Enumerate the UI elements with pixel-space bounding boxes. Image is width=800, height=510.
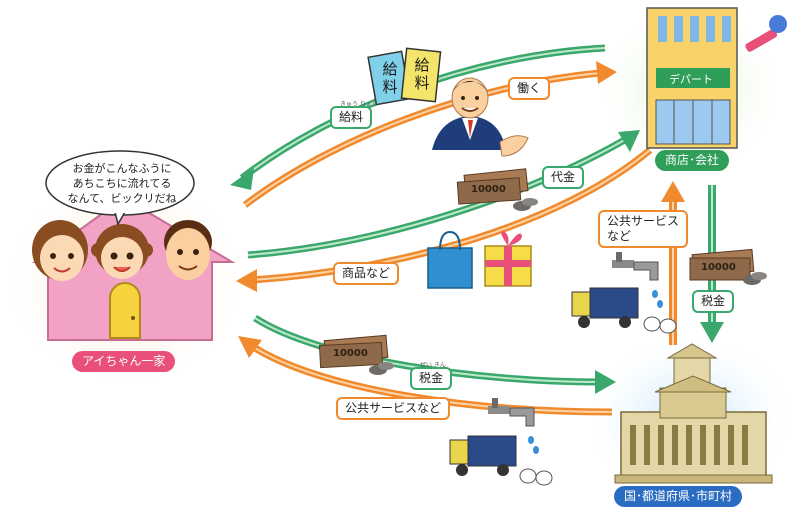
child-face-icon xyxy=(91,224,153,279)
garbage-truck-icon-family xyxy=(449,435,553,486)
label-tax-company: 税金 xyxy=(692,290,735,313)
label-salary: 給料 xyxy=(330,106,373,129)
arrow-payment xyxy=(247,130,640,259)
arrow-tax-family xyxy=(253,315,616,394)
family-house-illustration xyxy=(31,196,236,341)
ruby-salary: きゅう りょう xyxy=(340,101,378,108)
faucet-icon-company xyxy=(612,252,663,308)
company-node-label: 商店･会社 xyxy=(655,150,730,171)
family-node-label: アイちゃん一家 xyxy=(72,351,176,372)
label-tax-family: 税金 xyxy=(410,367,453,390)
envelope-right-text: 給料 xyxy=(414,56,430,92)
faucet-icon-family xyxy=(488,398,539,454)
store-sign-text: デパート xyxy=(669,73,713,86)
arrow-public-service-family xyxy=(238,336,613,416)
arrow-goods xyxy=(236,147,653,292)
envelope-left-text: 給料 xyxy=(382,60,398,96)
shopping-bag-icon xyxy=(427,230,473,289)
salary-envelope-icons xyxy=(367,47,442,106)
bill-amount-payment: 10000 xyxy=(471,184,506,195)
bill-amount-tax-family: 10000 xyxy=(333,348,368,359)
government-node-label: 国･都道府県･市町村 xyxy=(614,486,743,507)
label-payment: 代金 xyxy=(542,166,585,189)
bills-icon-payment xyxy=(456,168,538,211)
diet-building-illustration xyxy=(614,343,773,484)
label-public-service-family: 公共サービスなど xyxy=(336,397,451,420)
ruby-tax: ぜい きん xyxy=(420,362,446,369)
label-public-service-company: 公共サービス など xyxy=(598,210,689,248)
businessman-icon xyxy=(432,77,529,157)
speech-bubble xyxy=(45,150,195,226)
garbage-truck-icon-company xyxy=(571,287,677,334)
bills-icon-tax-company xyxy=(689,248,767,285)
bills-icon-tax-family xyxy=(318,334,394,375)
label-goods: 商品など xyxy=(333,262,400,285)
speech-bubble-text: お金がこんなふうに あちこちに流れてる なんて、ビックリだね xyxy=(67,162,177,205)
gift-box-icon xyxy=(484,231,532,287)
mother-face-icon xyxy=(32,220,88,281)
bill-amount-tax-company: 10000 xyxy=(701,262,736,273)
father-face-icon xyxy=(164,220,212,280)
label-work: 働く xyxy=(508,77,551,100)
department-store-illustration xyxy=(646,7,787,149)
